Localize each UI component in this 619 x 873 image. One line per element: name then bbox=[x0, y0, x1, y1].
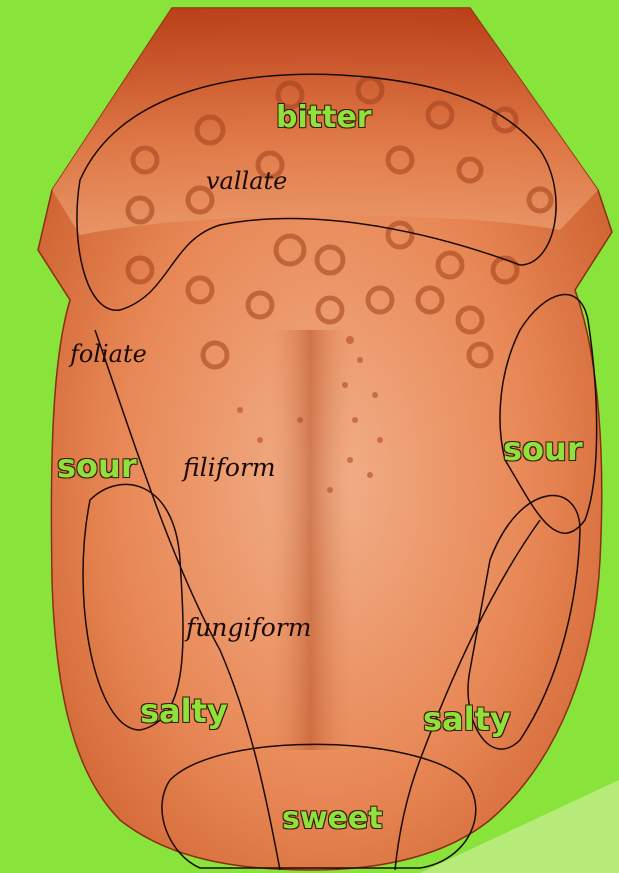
median-groove bbox=[268, 330, 353, 750]
sweet-label: sweet bbox=[282, 801, 383, 836]
fungiform-label: fungiform bbox=[186, 613, 311, 642]
filiform-label: filiform bbox=[183, 453, 276, 482]
sour-left-label: sour bbox=[57, 447, 137, 485]
foliate-label: foliate bbox=[70, 340, 147, 368]
salty-right-label: salty bbox=[423, 700, 511, 738]
bitter-label: bitter bbox=[276, 100, 372, 135]
vallate-label: vallate bbox=[206, 167, 287, 195]
salty-left-label: salty bbox=[140, 692, 228, 730]
sour-right-label: sour bbox=[503, 430, 583, 468]
